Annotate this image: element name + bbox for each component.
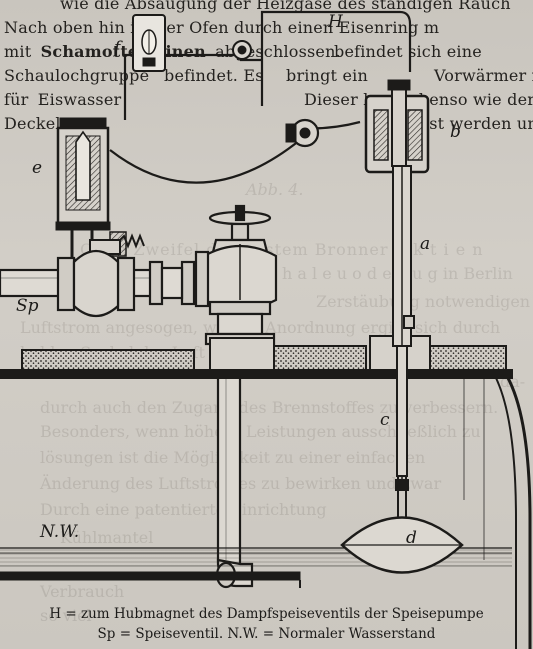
warning-lamp-f (132, 14, 166, 72)
label-a: a (420, 234, 431, 254)
junction-box (285, 118, 320, 148)
boiler-top (0, 335, 513, 379)
label-d: d (406, 528, 417, 548)
body-text-line-4: Schaulochgruppe befindet. Es bringt ein … (4, 66, 533, 85)
label-NW: N.W. (40, 522, 80, 542)
body-text-line-2: Nach oben hin ist der Ofen durch einen E… (4, 18, 440, 37)
body-text-fragment: Vorwärmer m (434, 66, 533, 85)
label-c: c (380, 410, 390, 430)
body-text-fragment: Deckel (4, 114, 61, 133)
feed-pipe (0, 249, 212, 318)
body-text-fragment: Schaulochgruppe (4, 66, 150, 85)
switch-gauge (232, 40, 252, 60)
body-text-fragment: Eiswasser (37, 90, 122, 109)
stop-valve (194, 204, 278, 346)
label-e: e (32, 158, 43, 178)
label-f: f (114, 38, 121, 58)
electromagnet-b (364, 79, 430, 174)
body-text-fragment: bringt ein (286, 66, 368, 85)
body-text-fragment: mit (4, 42, 32, 61)
body-text-line-1: wie die Absaugung der Heizgase des ständ… (60, 0, 511, 13)
boiler-bottom-plate (0, 571, 301, 588)
body-text-fragment: für (4, 90, 29, 109)
label-b: b (450, 122, 461, 142)
figure-caption-line-2: Sp = Speiseventil. N.W. = Normaler Wasse… (97, 626, 436, 642)
label-Sp: Sp (16, 296, 39, 316)
body-text-fragment: befindet. Es (164, 66, 264, 85)
solenoid-valve-e (55, 117, 127, 264)
float-rod (392, 165, 415, 520)
figure-caption-line-1: H = zum Hubmagnet des Dampfspeiseventils… (49, 606, 484, 622)
boiler-shell-right (463, 377, 532, 649)
label-H: H (328, 12, 343, 32)
float-d (340, 516, 464, 574)
body-text-fragment: befindet sich eine (334, 42, 482, 61)
